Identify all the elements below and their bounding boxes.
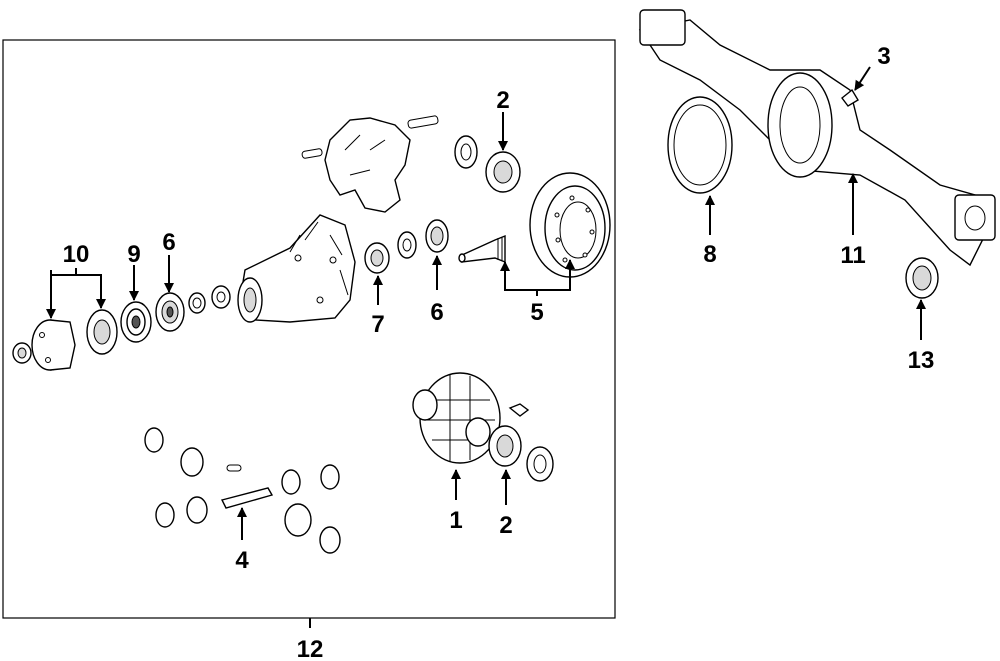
leader-lines xyxy=(46,66,926,540)
rear-pinion-bearing xyxy=(425,219,449,253)
callout-12: 12 xyxy=(297,636,324,661)
differential-case xyxy=(412,372,501,464)
oil-seal xyxy=(86,309,118,355)
spacer-washers xyxy=(188,285,231,314)
side-bearing-top xyxy=(454,135,521,193)
callout-11: 11 xyxy=(840,242,865,269)
callout-labels: 1 2 2 3 4 5 6 6 7 8 9 10 11 12 13 xyxy=(63,43,935,661)
side-bearing-bottom xyxy=(488,425,554,482)
callout-3: 3 xyxy=(877,43,890,70)
front-pinion-bearing xyxy=(155,292,185,332)
bolt xyxy=(508,403,530,417)
callout-6-left: 6 xyxy=(162,229,175,256)
axle-housing xyxy=(638,9,996,267)
callout-2-bottom: 2 xyxy=(499,512,512,539)
dust-deflector-9 xyxy=(120,301,152,343)
collapsible-spacer xyxy=(364,242,390,274)
callout-6-right: 6 xyxy=(430,299,443,326)
differential-gear-kit xyxy=(144,427,341,554)
companion-flange xyxy=(12,319,76,371)
callout-10: 10 xyxy=(63,241,90,268)
axle-shaft-seal xyxy=(905,257,939,299)
callout-2-top: 2 xyxy=(496,87,509,114)
callout-5: 5 xyxy=(530,299,543,326)
callout-9: 9 xyxy=(127,241,140,268)
ring-gear xyxy=(529,172,611,278)
callout-8: 8 xyxy=(703,241,716,268)
callout-7: 7 xyxy=(371,311,384,338)
pinion-washer xyxy=(397,231,417,259)
drive-pinion xyxy=(458,234,506,264)
callout-4: 4 xyxy=(235,547,249,574)
bearing-cap-bracket xyxy=(301,115,439,213)
breather-plug xyxy=(841,88,859,107)
carrier-housing xyxy=(237,214,356,323)
callout-13: 13 xyxy=(908,347,935,374)
callout-1: 1 xyxy=(449,507,462,534)
carrier-gasket xyxy=(667,96,733,194)
